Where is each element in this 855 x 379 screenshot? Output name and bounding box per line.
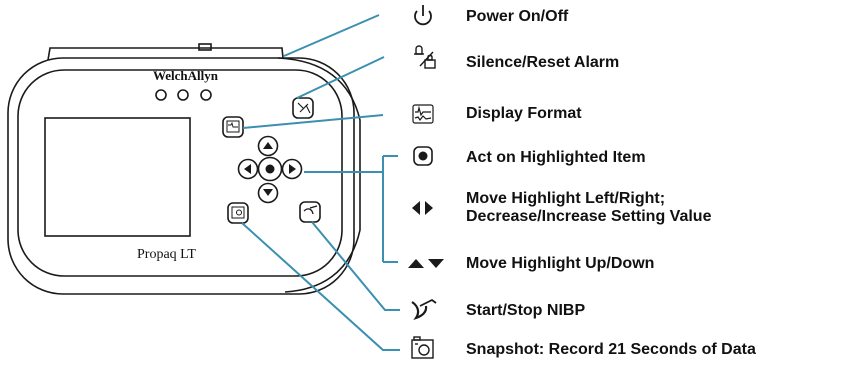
device-outer-shell: [7, 57, 355, 295]
leader-power: [283, 14, 380, 57]
nav-up-button[interactable]: [257, 135, 279, 157]
power-icon: [414, 5, 432, 26]
device-brand: WelchAllyn: [153, 68, 219, 83]
silence-alarm-icon: [414, 45, 436, 69]
left-right-arrows-icon: [412, 201, 433, 215]
snapshot-button[interactable]: [227, 202, 249, 224]
device-model: Propaq LT: [137, 247, 196, 262]
nav-down-button[interactable]: [257, 182, 279, 204]
label-updown: Move Highlight Up/Down: [466, 255, 655, 272]
indicator-led-3: [200, 89, 212, 101]
label-leftright: Move Highlight Left/Right; Decrease/Incr…: [466, 190, 711, 226]
label-display: Display Format: [466, 105, 582, 122]
display-format-button[interactable]: [222, 116, 244, 138]
display-format-icon: [412, 104, 434, 124]
indicator-led-2: [177, 89, 189, 101]
label-leftright-line1: Move Highlight Left/Right;: [466, 190, 666, 207]
leader-silence: [296, 56, 385, 99]
leader-lines: [241, 14, 400, 351]
up-down-arrows-icon: [408, 259, 444, 268]
indicator-led-1: [155, 89, 167, 101]
label-leftright-line2: Decrease/Increase Setting Value: [466, 208, 712, 225]
label-nibp: Start/Stop NIBP: [466, 302, 586, 319]
label-silence: Silence/Reset Alarm: [466, 54, 620, 71]
label-power: Power On/Off: [466, 8, 569, 25]
nibp-button[interactable]: [299, 201, 321, 223]
device-top-ridge: [47, 47, 284, 61]
label-snapshot: Snapshot: Record 21 Seconds of Data: [466, 341, 756, 358]
device-screen: [44, 117, 191, 237]
select-button-icon: [413, 146, 433, 166]
nibp-cuff-icon: [411, 298, 437, 321]
snapshot-icon: [411, 336, 434, 359]
leader-display: [242, 114, 384, 129]
label-act: Act on Highlighted Item: [466, 149, 646, 166]
nav-left-button[interactable]: [237, 158, 259, 180]
nav-select-button[interactable]: [257, 156, 283, 182]
leader-nibp: [311, 221, 400, 311]
leader-snapshot: [241, 222, 400, 351]
nav-right-button[interactable]: [281, 158, 303, 180]
silence-alarm-button[interactable]: [292, 97, 314, 119]
device-side-bumper: [277, 57, 361, 293]
device-top-tab: [198, 43, 212, 51]
